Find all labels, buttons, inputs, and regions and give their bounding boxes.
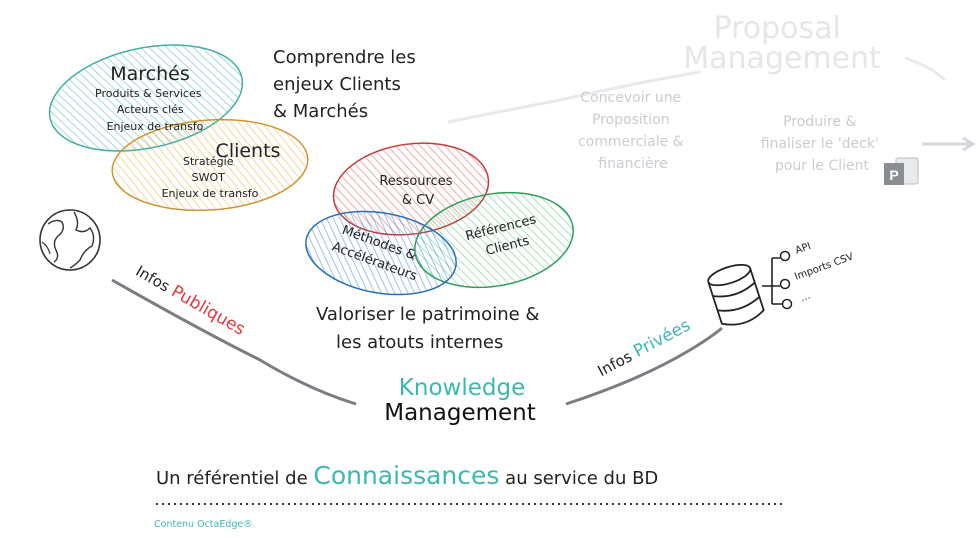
marches-items: Produits & Services Acteurs clés Enjeux …: [95, 87, 205, 133]
proposal-title: Proposal Management: [683, 11, 881, 76]
private-sources-tree: API Imports CSV ...: [762, 241, 855, 310]
private-info-label: Infos Privées: [594, 315, 694, 381]
database-icon: [707, 263, 765, 326]
proposal-step-deck: Produire & finaliser le 'deck' pour le C…: [761, 114, 884, 174]
internal-heading: Valoriser le patrimoine & les atouts int…: [316, 304, 545, 353]
ressources-label: Ressources & CV: [379, 174, 456, 208]
globe-icon: [39, 209, 101, 271]
proposal-title-tail: [904, 56, 947, 82]
km-line2: Management: [384, 400, 536, 426]
clients-title: Clients: [216, 140, 281, 162]
proposal-management-section: Proposal Management Concevoir une Propos…: [447, 11, 976, 185]
source-other-bullet: [781, 298, 793, 310]
footer-highlight: Connaissances: [313, 461, 499, 490]
footer-credit: Contenu OctaEdge®: [154, 519, 253, 530]
clients-ellipse: [111, 118, 309, 212]
private-info-section: Infos Privées API Imports CSV ...: [565, 241, 855, 406]
proposal-step-design: Concevoir une Proposition commerciale & …: [578, 90, 688, 172]
clients-items: Stratégie SWOT Enjeux de transfo: [162, 155, 259, 200]
proposal-connector-line: [447, 70, 701, 124]
footer-tagline: Un référentiel de Connaissances au servi…: [156, 461, 658, 490]
public-info-highlight: Publiques: [168, 282, 249, 340]
marches-title: Marchés: [110, 63, 190, 85]
source-csv-bullet: [779, 278, 791, 290]
internal-assets-section: Ressources & CV Références Clients Métho…: [305, 142, 574, 353]
private-info-line: [565, 326, 723, 406]
source-other: ...: [799, 291, 812, 305]
markets-heading: Comprendre les enjeux Clients & Marchés: [273, 47, 421, 122]
public-info-line: [111, 278, 357, 406]
km-line1: Knowledge: [399, 375, 525, 401]
proposal-arrow: [922, 136, 976, 152]
source-csv: Imports CSV: [793, 251, 855, 283]
svg-text:P: P: [889, 167, 898, 183]
powerpoint-icon: P: [884, 157, 919, 185]
knowledge-management-center: Knowledge Management: [384, 375, 536, 426]
footer: Un référentiel de Connaissances au servi…: [154, 461, 786, 530]
markets-section: Marchés Produits & Services Acteurs clés…: [48, 44, 421, 212]
source-api: API: [794, 241, 813, 257]
source-api-bullet: [779, 250, 791, 262]
methodes-ellipse: [305, 210, 457, 296]
